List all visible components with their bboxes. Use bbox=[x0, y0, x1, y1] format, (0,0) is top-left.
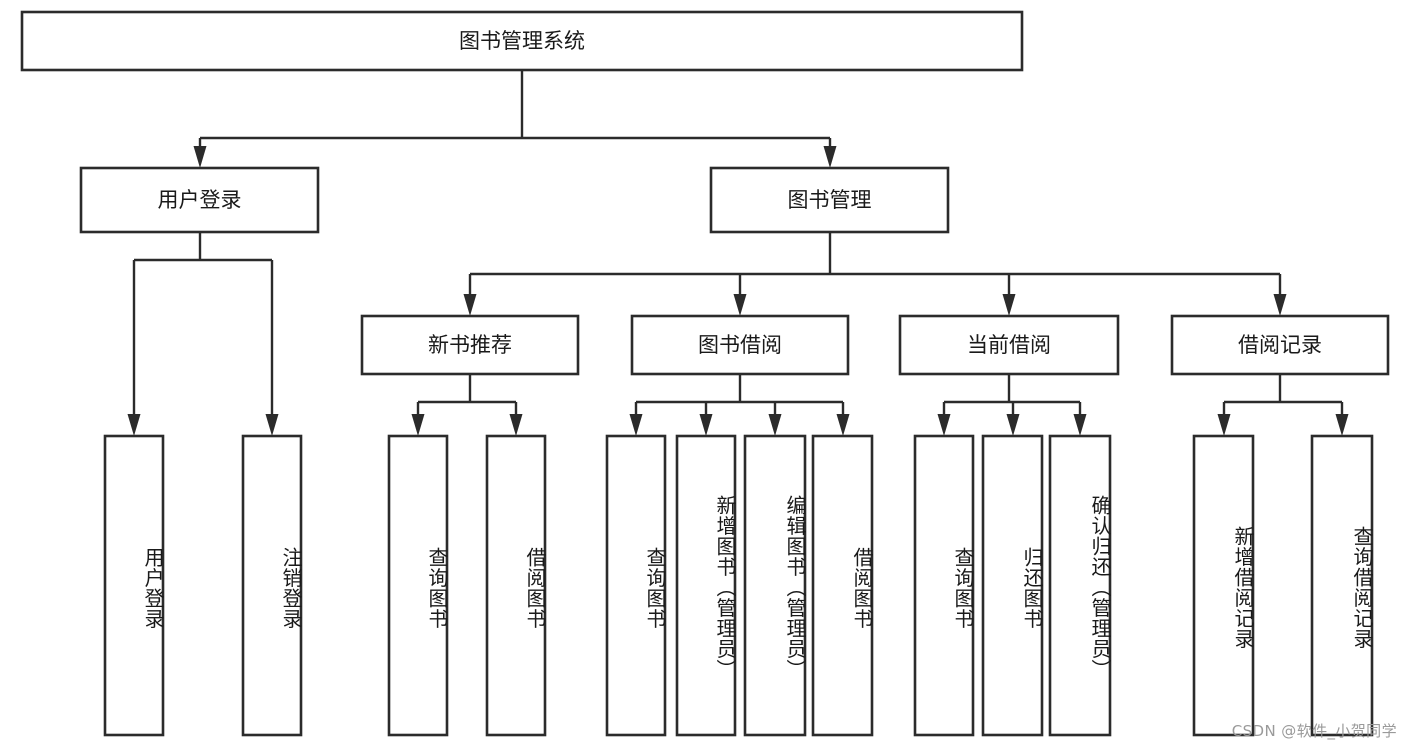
arrow-head-icon bbox=[265, 414, 279, 436]
node-label-borrow-record: 借阅记录 bbox=[1238, 333, 1322, 357]
leaf-box-leaf-user-login[interactable] bbox=[103, 434, 165, 737]
leaf-box-leaf-borrow-book-1[interactable] bbox=[485, 434, 547, 737]
arrow-head-icon bbox=[1006, 414, 1020, 436]
leaf-box-leaf-borrow-book-2[interactable] bbox=[811, 434, 874, 737]
arrow-head-icon bbox=[733, 294, 747, 316]
node-box-user-login[interactable]: 用户登录 bbox=[79, 166, 320, 234]
node-box-borrow-record[interactable]: 借阅记录 bbox=[1170, 314, 1390, 376]
edge-group-user-login bbox=[127, 232, 279, 436]
node-box-new-book-recommend[interactable]: 新书推荐 bbox=[360, 314, 580, 376]
node-box-current-borrow[interactable]: 当前借阅 bbox=[898, 314, 1120, 376]
node-box-root[interactable]: 图书管理系统 bbox=[20, 10, 1024, 72]
leaf-box-leaf-edit-book[interactable] bbox=[743, 434, 807, 737]
leaf-box-leaf-add-record[interactable] bbox=[1192, 434, 1255, 737]
leaf-box-leaf-logout[interactable] bbox=[241, 434, 303, 737]
edge-group-new-book-recommend bbox=[411, 374, 523, 436]
edge-group-current-borrow bbox=[937, 374, 1087, 436]
arrow-head-icon bbox=[1273, 294, 1287, 316]
leaf-box-leaf-confirm-return[interactable] bbox=[1048, 434, 1112, 737]
arrow-head-icon bbox=[823, 146, 837, 168]
arrow-head-icon bbox=[193, 146, 207, 168]
arrow-head-icon bbox=[411, 414, 425, 436]
edge-group-root bbox=[193, 70, 837, 168]
arrow-head-icon bbox=[1335, 414, 1349, 436]
node-label-user-login: 用户登录 bbox=[158, 188, 242, 212]
arrow-head-icon bbox=[699, 414, 713, 436]
watermark-text: CSDN @软件_小贺同学 bbox=[1231, 722, 1397, 740]
leaf-box-leaf-query-book-2[interactable] bbox=[605, 434, 667, 737]
node-box-book-borrow[interactable]: 图书借阅 bbox=[630, 314, 850, 376]
leaf-box-leaf-query-record[interactable] bbox=[1310, 434, 1374, 737]
node-label-book-manage: 图书管理 bbox=[788, 188, 872, 212]
edge-group-borrow-record bbox=[1217, 374, 1349, 436]
leaf-box-leaf-query-book-3[interactable] bbox=[913, 434, 975, 737]
arrow-head-icon bbox=[937, 414, 951, 436]
arrow-head-icon bbox=[768, 414, 782, 436]
edge-group-book-manage bbox=[463, 232, 1287, 316]
arrow-head-icon bbox=[836, 414, 850, 436]
node-label-current-borrow: 当前借阅 bbox=[967, 333, 1051, 357]
leaf-box-leaf-add-book[interactable] bbox=[675, 434, 737, 737]
arrow-head-icon bbox=[1217, 414, 1231, 436]
arrow-head-icon bbox=[629, 414, 643, 436]
node-label-root: 图书管理系统 bbox=[459, 29, 585, 53]
node-label-new-book-recommend: 新书推荐 bbox=[428, 333, 512, 357]
edge-group-book-borrow bbox=[629, 374, 850, 436]
arrow-head-icon bbox=[1002, 294, 1016, 316]
arrow-head-icon bbox=[1073, 414, 1087, 436]
connectors-layer bbox=[127, 70, 1349, 436]
leaf-box-leaf-query-book-1[interactable] bbox=[387, 434, 449, 737]
node-box-book-manage[interactable]: 图书管理 bbox=[709, 166, 950, 234]
arrow-head-icon bbox=[127, 414, 141, 436]
arrow-head-icon bbox=[509, 414, 523, 436]
arrow-head-icon bbox=[463, 294, 477, 316]
node-label-book-borrow: 图书借阅 bbox=[698, 333, 782, 357]
leaf-box-leaf-return-book[interactable] bbox=[981, 434, 1044, 737]
